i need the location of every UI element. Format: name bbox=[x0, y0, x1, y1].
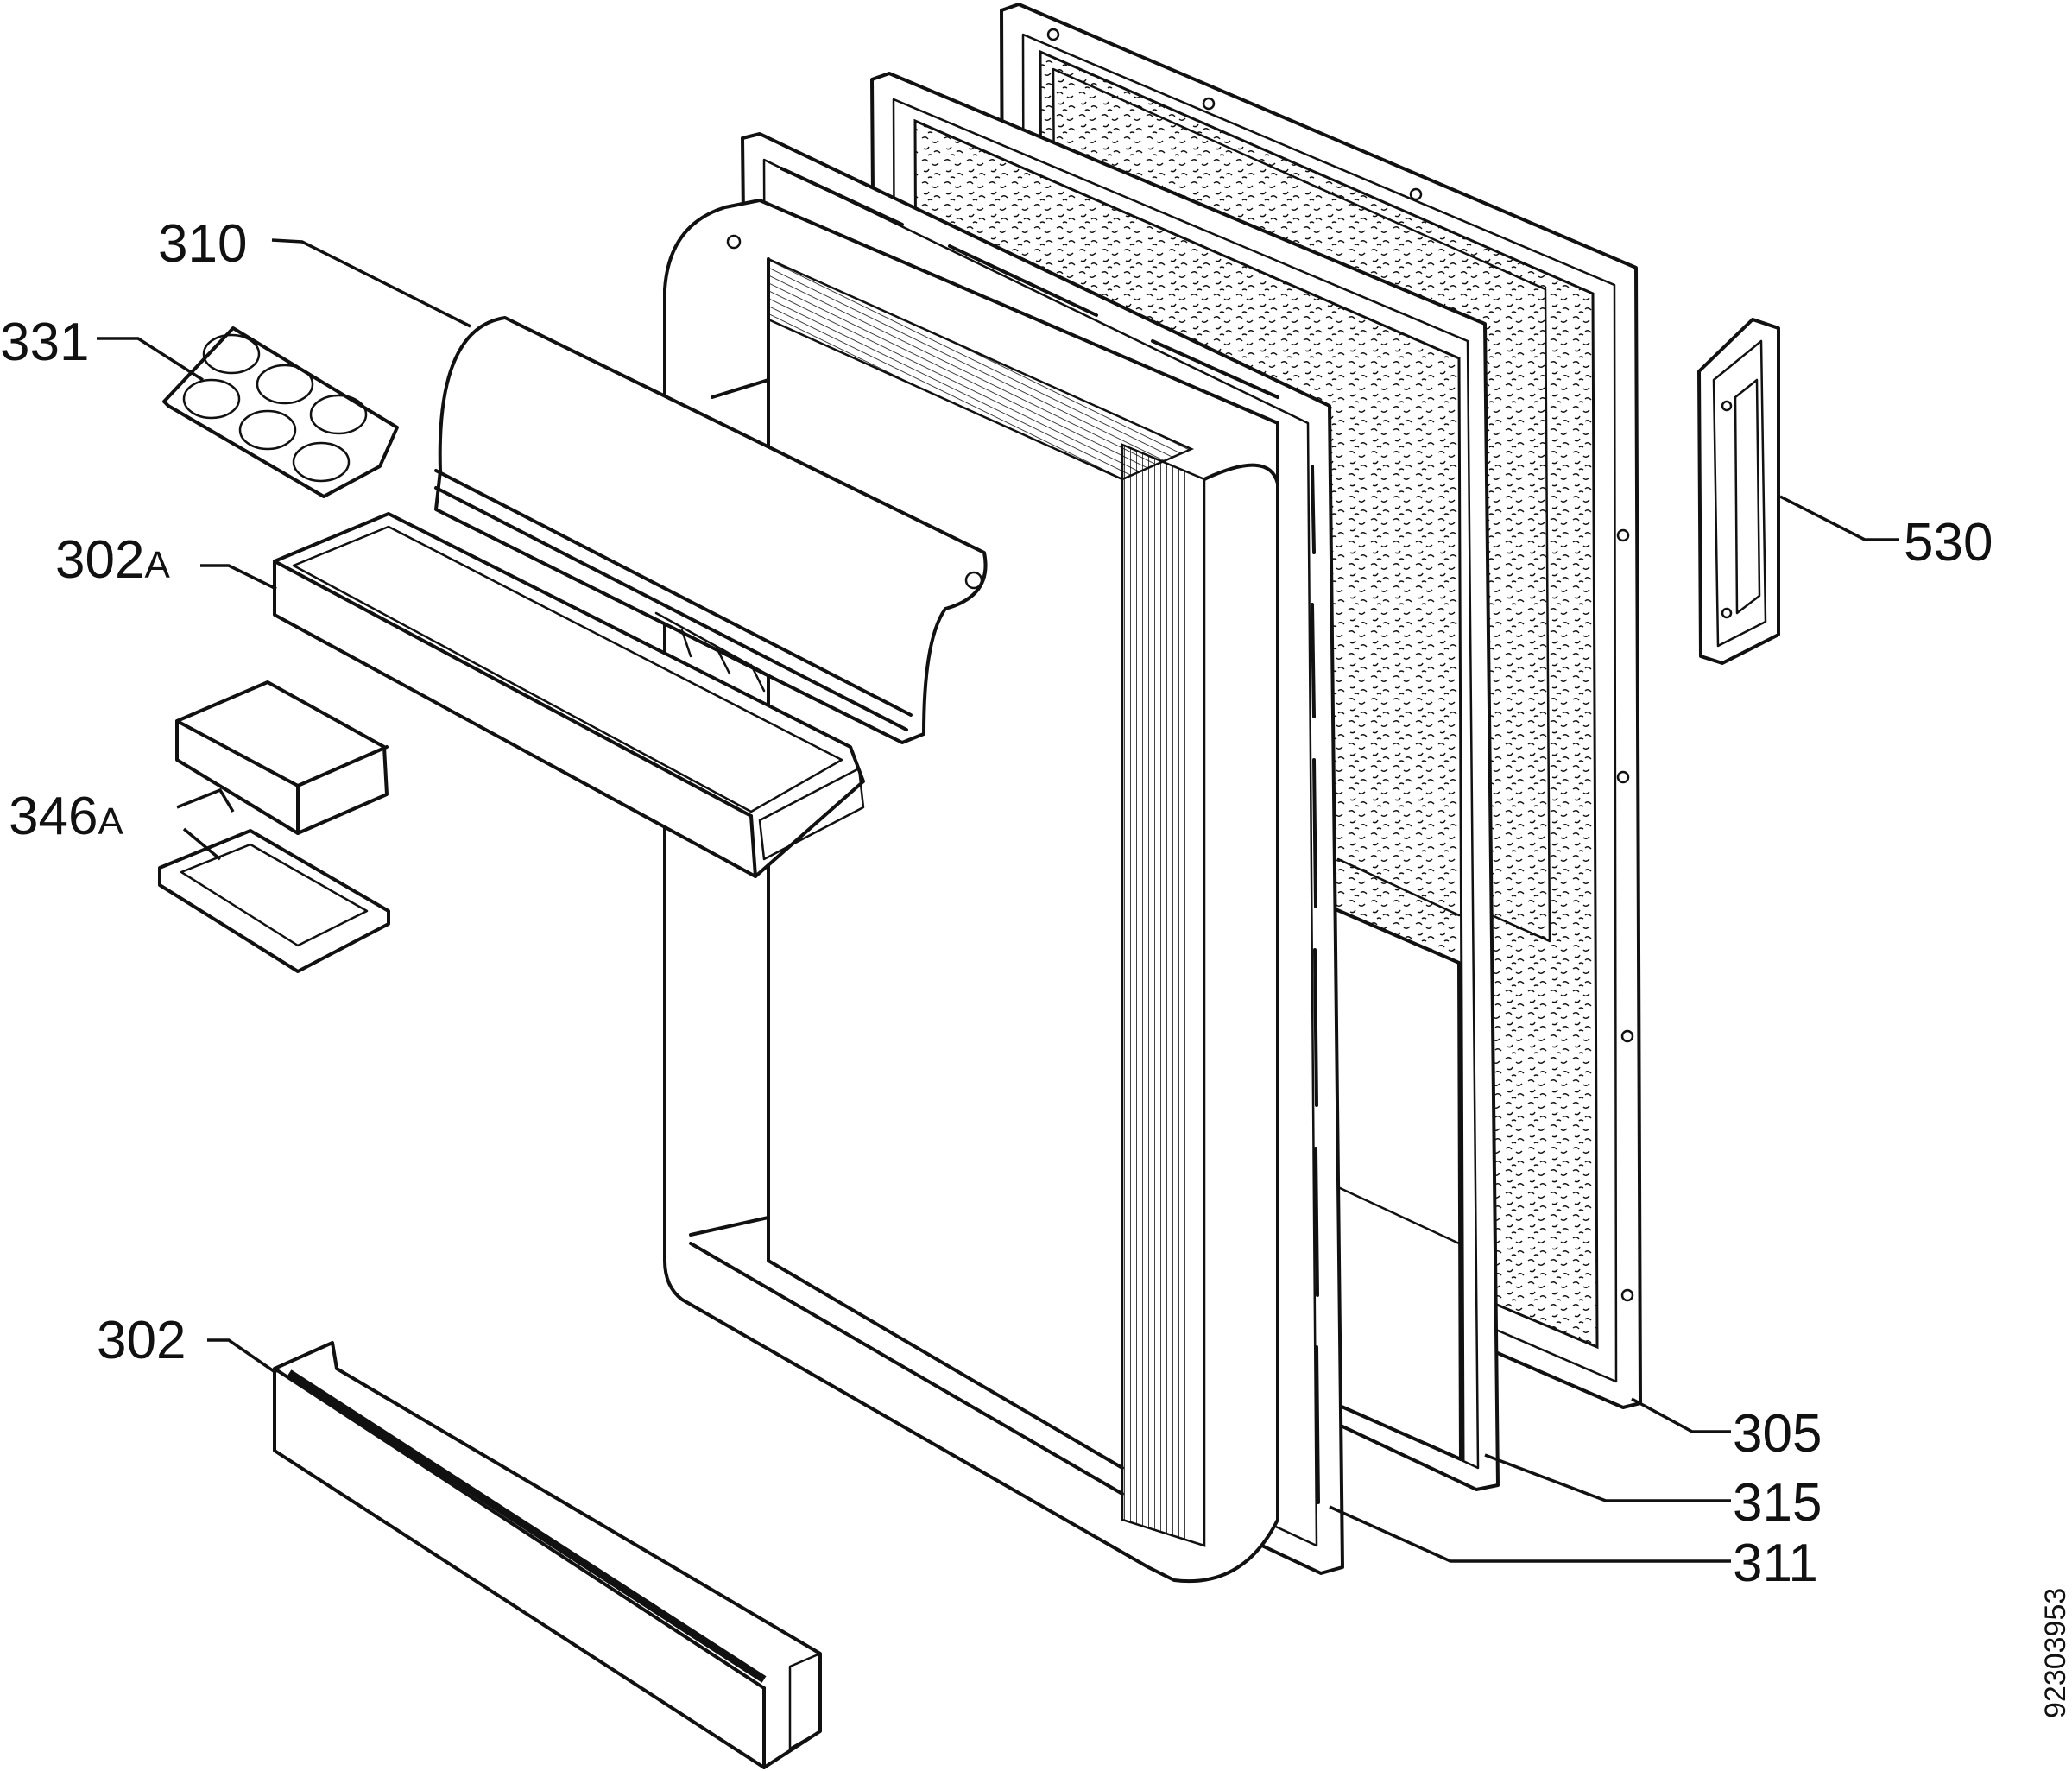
door-handle-530 bbox=[1697, 318, 1780, 665]
dairy-cover-310 bbox=[434, 316, 988, 744]
label-346a-number: 346 bbox=[9, 787, 98, 846]
upper-balcony-302a bbox=[273, 512, 865, 878]
door-liner-body bbox=[663, 199, 1280, 1584]
label-302a: 302A bbox=[55, 534, 170, 587]
egg-tray-331 bbox=[162, 326, 399, 498]
butter-dish-346a bbox=[158, 680, 390, 973]
label-331: 331 bbox=[0, 313, 90, 372]
reference-number: 92303953 bbox=[2039, 1587, 2072, 1718]
label-346a: 346A bbox=[9, 790, 123, 844]
label-346a-suffix: A bbox=[98, 800, 123, 843]
label-530: 530 bbox=[1904, 513, 1993, 572]
label-310: 310 bbox=[158, 214, 248, 274]
lower-balcony-302 bbox=[273, 1341, 822, 1769]
label-305: 305 bbox=[1733, 1404, 1822, 1464]
label-302a-suffix: A bbox=[144, 544, 170, 586]
label-315: 315 bbox=[1733, 1473, 1822, 1533]
label-311: 311 bbox=[1733, 1534, 1818, 1593]
leader-lines bbox=[97, 238, 1899, 1563]
label-302: 302 bbox=[97, 1311, 186, 1370]
label-302a-number: 302 bbox=[55, 530, 145, 590]
